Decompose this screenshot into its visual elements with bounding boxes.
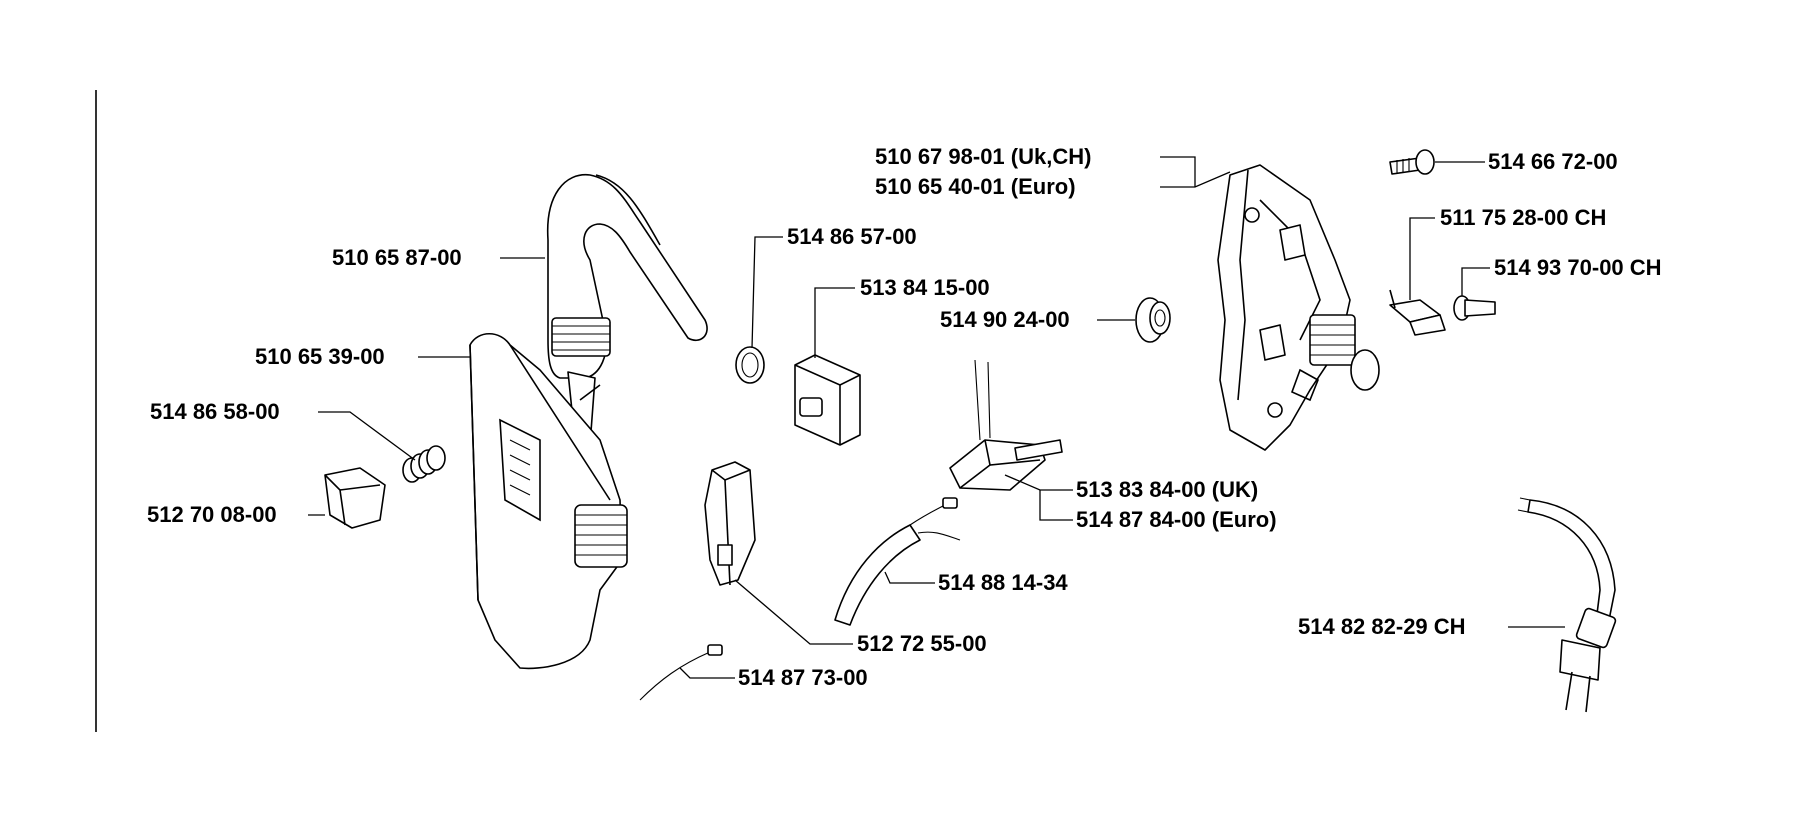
wire-part: [639, 644, 723, 701]
small-screw-part: [1453, 295, 1496, 321]
spring-part: [402, 445, 446, 483]
part-number-label: 511 75 28-00 CH: [1440, 205, 1607, 230]
part-number-label: 514 82 82-29 CH: [1298, 614, 1466, 639]
screw-part: [1389, 149, 1435, 175]
grommet-part: [1135, 297, 1171, 343]
part-number-label: 514 87 84-00 (Euro): [1076, 507, 1277, 532]
power-cord-part: [1517, 497, 1617, 713]
terminal-block-part: [949, 359, 1063, 491]
part-number-label: 514 86 57-00: [787, 224, 917, 249]
part-number-label: 514 87 73-00: [738, 665, 868, 690]
part-number-label: 514 93 70-00 CH: [1494, 255, 1662, 280]
part-number-label: 510 67 98-01 (Uk,CH): [875, 144, 1092, 169]
part-number-label: 514 88 14-34: [938, 570, 1068, 595]
part-number-label: 514 66 72-00: [1488, 149, 1618, 174]
part-number-label: 510 65 40-01 (Euro): [875, 174, 1076, 199]
switch-block-part: [794, 354, 861, 446]
part-number-label: 510 65 39-00: [255, 344, 385, 369]
part-number-label: 514 86 58-00: [150, 399, 280, 424]
part-number-label: 512 72 55-00: [857, 631, 987, 656]
leader-lines: [308, 156, 1565, 679]
clip-spring-part: [735, 346, 765, 384]
clamp-part: [1389, 289, 1446, 336]
side-cover-part: [1217, 164, 1380, 451]
cable-part: [834, 497, 961, 626]
part-number-label: 514 90 24-00: [940, 307, 1070, 332]
part-number-label: 510 65 87-00: [332, 245, 462, 270]
connector-plate-part: [704, 461, 756, 586]
part-number-label: 513 83 84-00 (UK): [1076, 477, 1259, 502]
part-number-label: 512 70 08-00: [147, 502, 277, 527]
handle-tube-part: [546, 174, 708, 446]
lock-button-part: [324, 467, 386, 529]
housing-part: [469, 332, 628, 670]
part-number-label: 513 84 15-00: [860, 275, 990, 300]
